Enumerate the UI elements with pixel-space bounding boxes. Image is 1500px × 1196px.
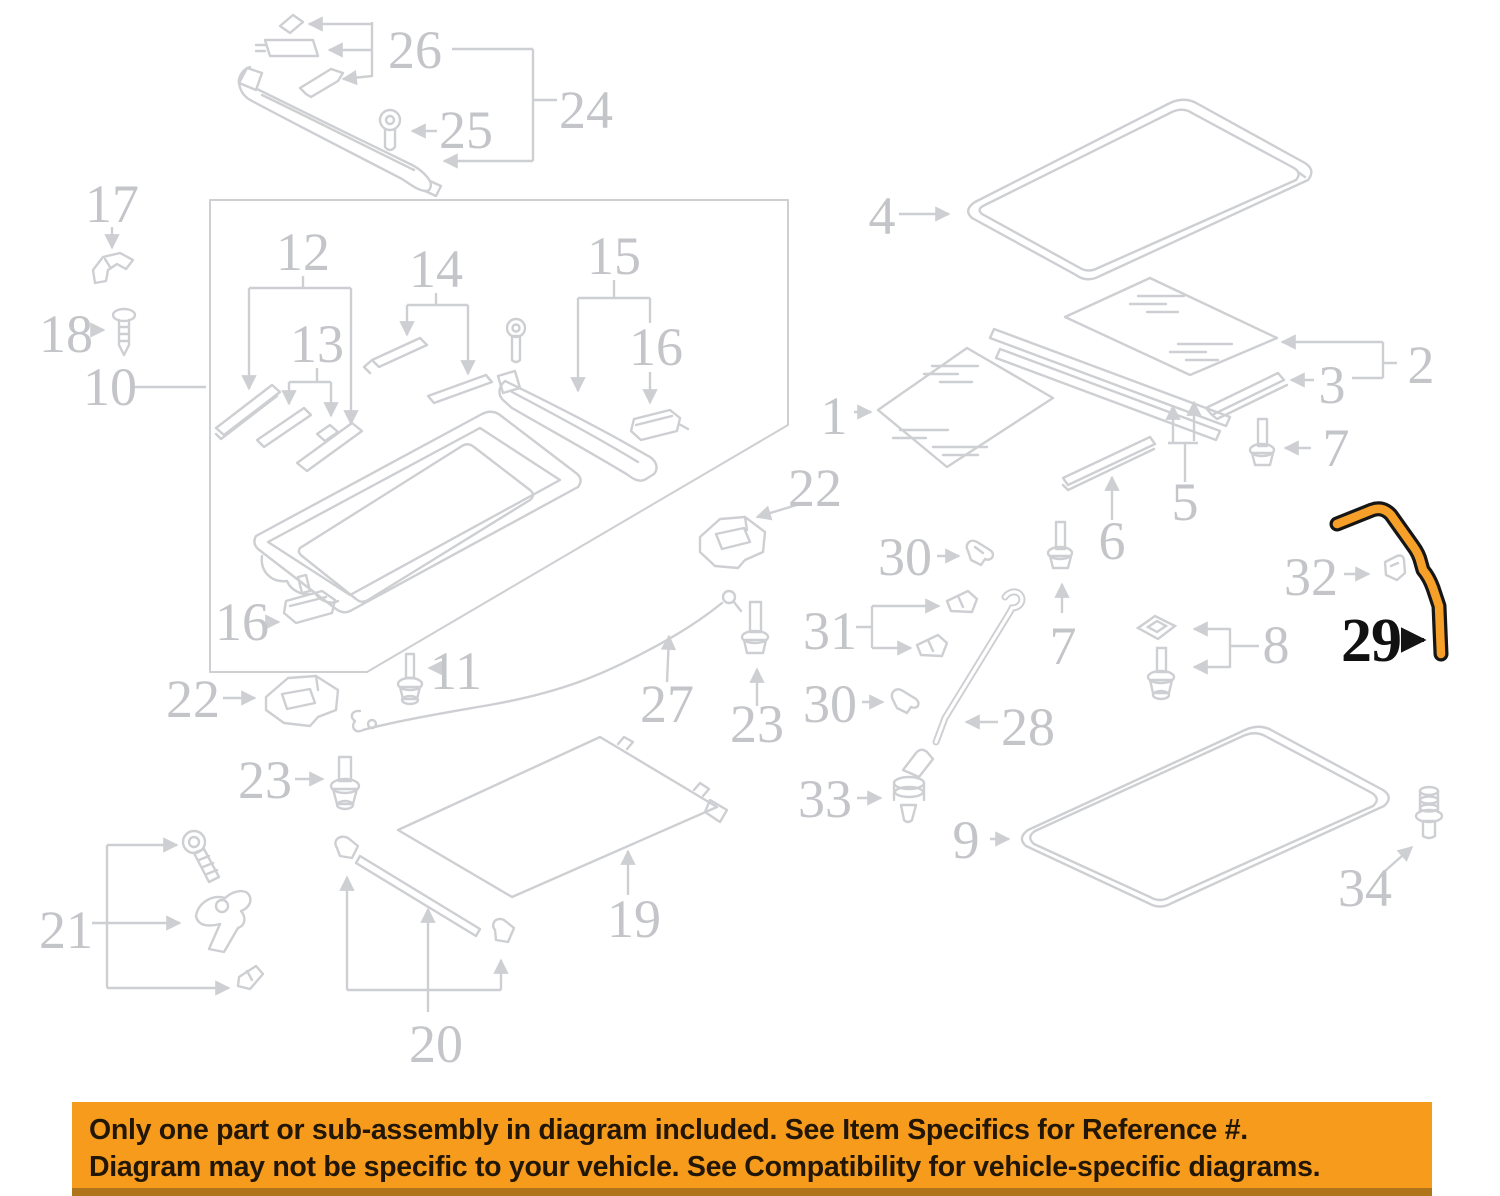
part-label-27-24: 27 xyxy=(640,674,694,734)
part-32-clip xyxy=(1385,556,1405,581)
part-24-wind-deflector xyxy=(239,67,441,196)
part-21-wedge xyxy=(238,966,263,989)
part-label-22-18: 22 xyxy=(788,458,842,518)
part-18-screw xyxy=(113,309,135,355)
part-1-glass-panel xyxy=(878,348,1053,467)
part-13-rail-strip xyxy=(257,408,311,447)
part-label-30-30: 30 xyxy=(803,674,857,734)
part-7-bolt-lower xyxy=(1048,522,1072,568)
part-label-9-34: 9 xyxy=(952,810,980,870)
part-30-clip-lower xyxy=(892,689,919,713)
part-25-screw xyxy=(380,110,400,150)
part-label-1-12: 1 xyxy=(820,386,848,446)
part-30-clip-upper xyxy=(967,541,993,565)
part-label-25-2: 25 xyxy=(439,100,493,160)
part-label-23-25: 23 xyxy=(730,694,784,754)
part-label-16-7: 16 xyxy=(629,317,683,377)
part-34-bolt-stud xyxy=(1416,787,1442,838)
part-label-29-29: 29 xyxy=(1341,607,1402,675)
part-6-strip xyxy=(1063,437,1155,490)
part-23-bolt-right xyxy=(742,602,768,653)
part-label-6-17: 6 xyxy=(1098,511,1126,571)
part-label-23-31: 23 xyxy=(238,750,292,810)
part-label-28-32: 28 xyxy=(1001,697,1055,757)
part-label-24-1: 24 xyxy=(559,80,613,140)
part-4-sunroof-glass xyxy=(968,100,1311,280)
part-label-33-33: 33 xyxy=(798,769,852,829)
part-8-diamond-clip xyxy=(1138,616,1175,639)
part-17-bracket-clip xyxy=(93,253,133,283)
part-label-7-15: 7 xyxy=(1322,418,1350,478)
shade-clip-left xyxy=(335,837,358,858)
disclaimer-line-2: Diagram may not be specific to your vehi… xyxy=(89,1151,1321,1183)
frame-screw xyxy=(507,319,525,362)
part-3-seal-strip xyxy=(1206,373,1287,419)
part-22-motor-left xyxy=(266,676,338,726)
part-7-screw-upper xyxy=(1250,419,1274,465)
part-label-14-5: 14 xyxy=(409,239,463,299)
part-label-26-0: 26 xyxy=(388,20,442,80)
part-label-13-8: 13 xyxy=(290,314,344,374)
part-label-11-20: 11 xyxy=(430,641,482,701)
part-label-31-26: 31 xyxy=(803,601,857,661)
part-label-7-27: 7 xyxy=(1049,616,1077,676)
part-label-10-10: 10 xyxy=(83,357,137,417)
part-27-drive-cable xyxy=(352,591,741,731)
part-16-block-lower xyxy=(284,575,335,623)
part-label-3-14: 3 xyxy=(1318,355,1346,415)
part-label-21-35: 21 xyxy=(39,900,93,960)
leader-lines xyxy=(90,16,1414,1012)
part-21-crank-handle xyxy=(196,891,250,952)
part-15-guide-rail xyxy=(498,371,657,481)
part-label-30-22: 30 xyxy=(878,527,932,587)
part-5-weatherstrips xyxy=(990,329,1230,440)
part-21-screw xyxy=(183,831,219,882)
part-12-rail-strip-left xyxy=(216,385,280,439)
part-31-wedge-clips xyxy=(917,591,977,656)
part-28-guide-rod xyxy=(936,592,1022,742)
part-8-screw-head xyxy=(1148,671,1174,699)
part-14-guide-strip-right xyxy=(428,375,492,403)
part-label-2-13: 2 xyxy=(1407,335,1435,395)
part-2-glass-panel xyxy=(1065,278,1277,375)
part-label-15-6: 15 xyxy=(587,226,641,286)
part-14-guide-strip-left xyxy=(364,338,427,373)
part-29-drain-hose-highlight xyxy=(1337,509,1441,654)
group-10-frame-boundary xyxy=(210,200,788,672)
part-16-block-upper xyxy=(631,410,688,440)
diamond-clip-icon xyxy=(280,15,303,33)
part-12-rail-with-clip xyxy=(297,423,362,471)
part-label-16-19: 16 xyxy=(215,592,269,652)
part-20-shade-rail xyxy=(335,837,514,942)
part-label-4-11: 4 xyxy=(868,186,896,246)
part-label-20-37: 20 xyxy=(409,1014,463,1074)
part-label-17-3: 17 xyxy=(85,174,139,234)
part-33-drain-connector xyxy=(894,750,933,822)
disclaimer-line-1: Only one part or sub-assembly in diagram… xyxy=(89,1114,1248,1146)
disclaimer-banner: Only one part or sub-assembly in diagram… xyxy=(72,1102,1432,1196)
part-label-22-21: 22 xyxy=(166,669,220,729)
part-22-motor-right xyxy=(700,517,765,568)
part-9-opening-seal xyxy=(1022,727,1389,907)
part-label-12-4: 12 xyxy=(276,222,330,282)
sunroof-panel-frame xyxy=(254,412,580,613)
part-label-8-28: 8 xyxy=(1262,615,1290,675)
part-11-bolt xyxy=(398,654,422,704)
part-label-34-38: 34 xyxy=(1338,858,1392,918)
part-label-5-16: 5 xyxy=(1171,472,1199,532)
part-19-sunshade-panel xyxy=(398,737,727,897)
part-23-bolt-left xyxy=(331,757,359,809)
part-label-32-23: 32 xyxy=(1284,547,1338,607)
part-label-19-36: 19 xyxy=(607,889,661,949)
part-label-18-9: 18 xyxy=(39,304,93,364)
shade-clip-right xyxy=(493,919,514,942)
